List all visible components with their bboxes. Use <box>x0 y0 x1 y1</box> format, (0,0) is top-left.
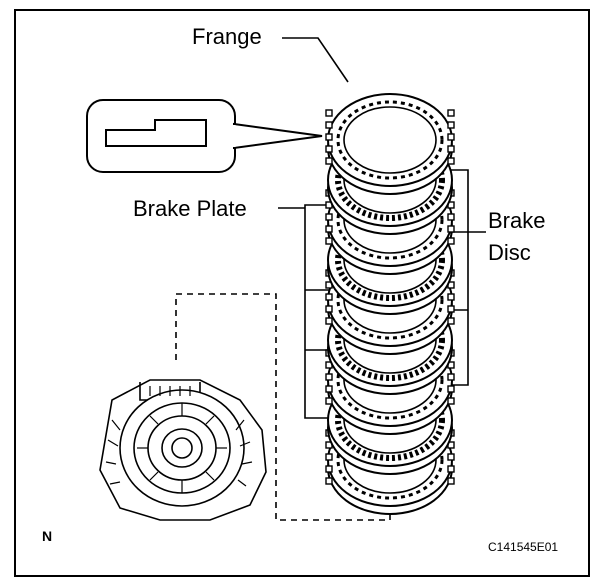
flange-label: Frange <box>192 24 262 49</box>
brake-disc-label-line1: Brake <box>488 208 546 233</box>
transmission-housing <box>99 379 267 521</box>
brake-disc-label-line2: Disc <box>488 240 531 265</box>
brake-plate-label: Brake Plate <box>133 196 247 221</box>
view-letter: N <box>42 528 53 544</box>
figure-code: C141545E01 <box>488 540 559 554</box>
dashed-link <box>175 293 391 521</box>
brake-pack-stack <box>325 93 455 515</box>
flange-cross-section-callout <box>86 99 323 173</box>
flange-ring <box>325 93 455 195</box>
